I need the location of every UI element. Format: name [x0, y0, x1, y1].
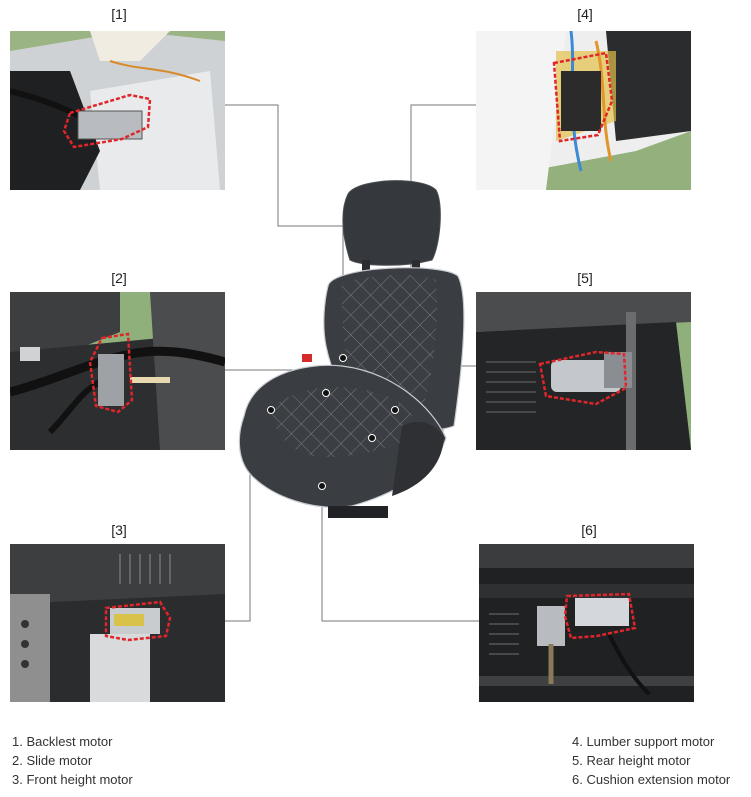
- callout-dot-2: [322, 389, 330, 397]
- legend-right: 4. Lumber support motor 5. Rear height m…: [572, 732, 730, 789]
- photo-front-height-motor: [10, 544, 225, 702]
- legend-left: 1. Backlest motor 2. Slide motor 3. Fron…: [12, 732, 133, 789]
- legend-item-2: 2. Slide motor: [12, 753, 93, 768]
- callout-dot-5: [368, 434, 376, 442]
- legend-item-5: 5. Rear height motor: [572, 753, 691, 768]
- photo-slide-motor: [10, 292, 225, 450]
- photo-cushion-extension-motor: [479, 544, 694, 702]
- legend-item-3: 3. Front height motor: [12, 772, 133, 787]
- legend-item-1: 1. Backlest motor: [12, 734, 113, 749]
- legend-item-6: 6. Cushion extension motor: [572, 772, 731, 787]
- photo-rear-height-motor: [476, 292, 691, 450]
- callout-dot-3: [267, 406, 275, 414]
- panel-label-5: [5]: [577, 270, 593, 286]
- callout-dot-1: [339, 354, 347, 362]
- panel-label-3: [3]: [111, 522, 127, 538]
- callout-dot-6: [318, 482, 326, 490]
- panel-label-1: [1]: [111, 6, 127, 22]
- panel-label-6: [6]: [581, 522, 597, 538]
- callout-dot-4: [391, 406, 399, 414]
- photo-lumbar-support-motor: [476, 31, 691, 190]
- panel-label-4: [4]: [577, 6, 593, 22]
- panel-label-2: [2]: [111, 270, 127, 286]
- photo-backrest-motor: [10, 31, 225, 190]
- seat-illustration: [238, 180, 465, 518]
- legend-item-4: 4. Lumber support motor: [572, 734, 715, 749]
